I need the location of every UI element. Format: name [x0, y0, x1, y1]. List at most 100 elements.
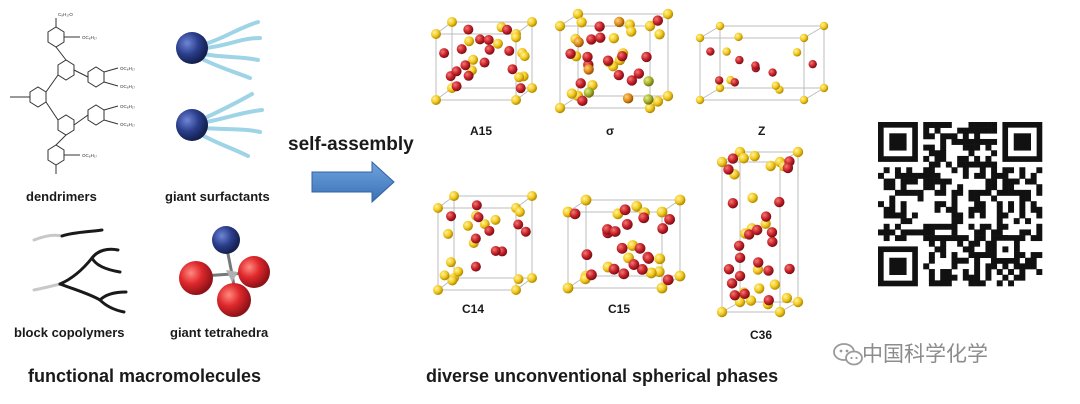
yellow-sphere — [716, 156, 728, 168]
yellow-sphere — [445, 257, 456, 268]
yellow-sphere — [792, 296, 804, 308]
yellow-sphere — [431, 95, 441, 105]
red-sphere — [463, 70, 474, 81]
red-sphere — [643, 253, 655, 264]
yellow-sphere — [572, 8, 584, 20]
yellow-sphere — [722, 47, 731, 56]
red-sphere — [622, 93, 634, 104]
yellow-sphere — [554, 102, 566, 114]
red-sphere — [483, 34, 494, 45]
giant-tetrahedron — [179, 226, 270, 317]
red-sphere — [766, 227, 778, 238]
red-sphere — [608, 263, 620, 275]
red-sphere — [594, 21, 605, 32]
arrow-label: self-assembly — [288, 134, 414, 155]
red-sphere — [808, 59, 817, 69]
red-sphere — [643, 94, 654, 105]
red-sphere — [714, 76, 724, 85]
red-sphere — [657, 223, 669, 234]
yellow-sphere — [819, 83, 829, 93]
red-sphere — [628, 259, 640, 270]
yellow-sphere — [654, 29, 665, 40]
red-sphere — [735, 55, 744, 65]
yellow-sphere — [527, 273, 537, 283]
yellow-sphere — [514, 206, 525, 217]
red-sphere — [575, 78, 586, 89]
yellow-sphere — [554, 20, 566, 32]
red-sphere — [515, 83, 526, 94]
yellow-sphere — [774, 306, 786, 318]
label-dendrimers: dendrimers — [26, 189, 97, 204]
red-sphere — [451, 66, 462, 77]
yellow-sphere — [662, 8, 674, 20]
block-copolymer-linear — [32, 228, 104, 242]
red-sphere — [621, 219, 633, 230]
red-sphere — [490, 245, 501, 256]
yellow-sphere — [753, 283, 765, 294]
yellow-sphere — [715, 83, 725, 93]
red-sphere — [573, 36, 584, 48]
red-sphere — [583, 64, 594, 75]
yellow-sphere — [771, 81, 780, 90]
red-sphere — [586, 269, 597, 281]
red-sphere — [633, 68, 645, 79]
yellow-sphere — [799, 95, 809, 105]
unit-cell-c15 — [562, 194, 686, 294]
yellow-sphere — [716, 306, 728, 318]
yellow-sphere — [433, 203, 443, 213]
red-sphere — [439, 48, 450, 59]
yellow-sphere — [645, 267, 657, 279]
phase-label-sigma: σ — [606, 124, 615, 138]
red-sphere — [727, 153, 739, 164]
red-sphere — [460, 60, 471, 71]
red-sphere — [470, 233, 481, 244]
yellow-sphere — [625, 26, 637, 37]
red-sphere — [723, 264, 735, 275]
red-sphere — [613, 69, 625, 81]
red-sphere — [456, 44, 467, 55]
yellow-sphere — [747, 192, 758, 204]
red-sphere — [744, 229, 755, 240]
svg-text:OC₈H₁₇: OC₈H₁₇ — [120, 122, 135, 127]
yellow-sphere — [715, 21, 725, 31]
red-sphere — [507, 64, 518, 75]
red-sphere — [451, 81, 462, 92]
yellow-sphere — [674, 270, 686, 282]
red-sphere — [602, 55, 614, 66]
yellow-sphere — [745, 295, 757, 306]
red-sphere — [617, 50, 628, 62]
red-sphere — [706, 47, 715, 56]
label-giant-tetrahedra: giant tetrahedra — [170, 325, 269, 340]
yellow-sphere — [652, 96, 664, 107]
yellow-sphere — [513, 274, 524, 285]
yellow-sphere — [566, 88, 578, 99]
red-sphere — [727, 198, 739, 209]
yellow-sphere — [819, 21, 829, 31]
red-sphere — [739, 288, 750, 300]
red-sphere — [763, 295, 774, 306]
unit-cell-sigma — [554, 8, 674, 114]
yellow-sphere — [462, 220, 473, 231]
red-sphere — [784, 263, 795, 275]
red-sphere — [734, 270, 746, 282]
phase-label-c14: C14 — [462, 302, 485, 316]
yellow-sphere — [511, 95, 521, 105]
red-sphere — [723, 164, 734, 175]
red-sphere — [733, 240, 745, 252]
yellow-sphere — [447, 17, 457, 27]
red-sphere — [609, 226, 621, 237]
red-sphere — [641, 51, 652, 63]
red-sphere — [569, 208, 581, 220]
red-sphere — [582, 51, 593, 63]
red-sphere — [479, 57, 490, 68]
yellow-sphere — [608, 33, 620, 44]
red-sphere — [484, 44, 495, 55]
wechat-icon — [833, 343, 863, 366]
red-sphere — [726, 278, 738, 289]
red-sphere — [513, 219, 524, 230]
yellow-sphere — [562, 282, 574, 294]
dendrimer-structure — [10, 18, 119, 174]
yellow-sphere — [695, 95, 705, 105]
yellow-sphere — [695, 33, 705, 43]
yellow-sphere — [449, 191, 459, 201]
